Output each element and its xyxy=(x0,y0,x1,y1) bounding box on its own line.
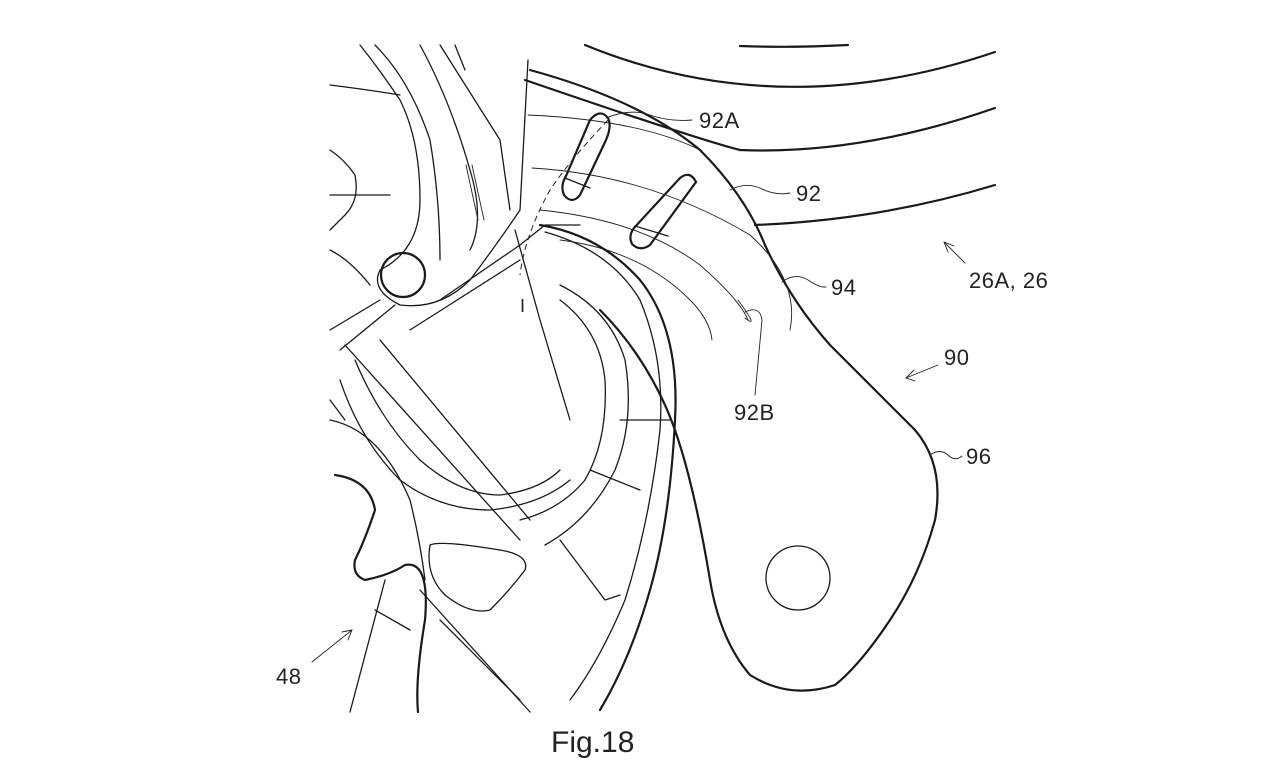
mounting-hole xyxy=(765,545,831,611)
label-92B: 92B xyxy=(734,400,775,425)
label-96: 96 xyxy=(966,444,991,469)
outer-arcs xyxy=(523,43,997,227)
label-90: 90 xyxy=(944,345,969,370)
label-92: 92 xyxy=(796,181,821,206)
bracket-90 xyxy=(528,68,939,692)
slots-92A xyxy=(561,112,698,250)
figure-caption: Fig.18 xyxy=(551,726,634,759)
upper-lever xyxy=(329,44,529,351)
label-I: I xyxy=(520,296,526,316)
label-92A: 92A xyxy=(699,108,740,133)
central-mechanism xyxy=(339,223,677,712)
label-48: 48 xyxy=(276,664,301,689)
arrows xyxy=(311,241,966,663)
pivot-pin xyxy=(379,251,427,299)
label-26A-26: 26A, 26 xyxy=(969,268,1048,293)
part-48 xyxy=(329,399,531,714)
inner-arcs xyxy=(519,114,793,341)
leader-lines xyxy=(605,111,963,460)
label-94: 94 xyxy=(831,275,856,300)
